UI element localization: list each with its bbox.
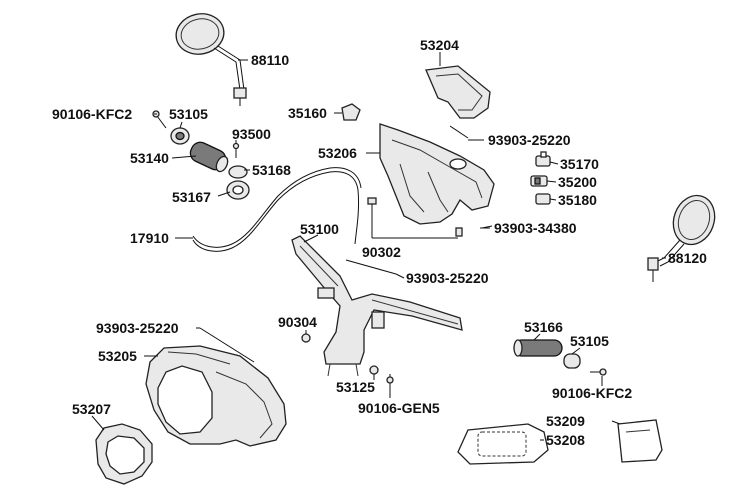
switch-35200 bbox=[530, 175, 548, 187]
sticker-53209 bbox=[617, 419, 663, 463]
label-53125: 53125 bbox=[336, 379, 375, 395]
label-35160: 35160 bbox=[288, 105, 327, 121]
throttle-housing bbox=[226, 165, 250, 200]
bracket-35160 bbox=[341, 103, 361, 121]
screw-lower bbox=[199, 327, 255, 363]
handlebar bbox=[291, 235, 463, 377]
trim-cover bbox=[95, 423, 153, 485]
label-17910: 17910 bbox=[130, 230, 169, 246]
grip-end-right bbox=[563, 353, 581, 369]
label-35180: 35180 bbox=[558, 192, 597, 208]
label-90304: 90304 bbox=[278, 314, 317, 330]
label-53168: 53168 bbox=[252, 162, 291, 178]
screw-93500 bbox=[232, 142, 240, 158]
callout-labels: 88110 90106-KFC2 53105 93500 53140 53168… bbox=[52, 37, 707, 448]
left-grip bbox=[189, 141, 229, 173]
bolt-90302 bbox=[367, 197, 463, 237]
right-mirror bbox=[647, 194, 716, 282]
label-53100: 53100 bbox=[300, 221, 339, 237]
right-grip bbox=[513, 339, 563, 357]
label-53105-left: 53105 bbox=[169, 106, 208, 122]
label-90106-kfc2-left: 90106-KFC2 bbox=[52, 106, 132, 122]
label-93903-34380: 93903-34380 bbox=[494, 220, 577, 236]
front-panel bbox=[379, 123, 495, 225]
nut-90304 bbox=[301, 333, 311, 343]
screw-right bbox=[590, 368, 607, 376]
meter-housing bbox=[425, 52, 491, 119]
label-53105-right: 53105 bbox=[570, 333, 609, 349]
throttle-cable bbox=[192, 171, 360, 252]
leader-lines bbox=[91, 52, 666, 441]
label-93903-25220-upper: 93903-25220 bbox=[488, 132, 571, 148]
handle-cover bbox=[145, 345, 287, 447]
label-53207: 53207 bbox=[72, 401, 111, 417]
label-53205: 53205 bbox=[98, 348, 137, 364]
left-mirror bbox=[175, 13, 247, 106]
label-93903-25220-lower: 93903-25220 bbox=[96, 320, 179, 336]
label-53206: 53206 bbox=[318, 145, 357, 161]
switch-35180 bbox=[535, 193, 551, 205]
label-53167: 53167 bbox=[172, 189, 211, 205]
label-90106-kfc2-right: 90106-KFC2 bbox=[552, 385, 632, 401]
label-53204: 53204 bbox=[420, 37, 459, 53]
bolt-53125 bbox=[369, 365, 394, 392]
label-93500: 93500 bbox=[232, 126, 271, 142]
label-53208: 53208 bbox=[546, 432, 585, 448]
pad-53208 bbox=[457, 423, 549, 465]
label-35200: 35200 bbox=[558, 174, 597, 190]
label-35170: 35170 bbox=[560, 156, 599, 172]
label-53140: 53140 bbox=[130, 150, 169, 166]
label-90302: 90302 bbox=[362, 244, 401, 260]
screw-upper bbox=[449, 125, 469, 139]
grip-end-left bbox=[170, 127, 190, 145]
label-53166: 53166 bbox=[524, 319, 563, 335]
label-88120: 88120 bbox=[668, 250, 707, 266]
switch-35170 bbox=[535, 151, 551, 167]
label-88110: 88110 bbox=[251, 52, 289, 68]
label-90106-gen5: 90106-GEN5 bbox=[358, 400, 440, 416]
label-93903-25220-middle: 93903-25220 bbox=[406, 270, 489, 286]
screw-middle bbox=[345, 259, 397, 275]
label-53209: 53209 bbox=[546, 413, 585, 429]
